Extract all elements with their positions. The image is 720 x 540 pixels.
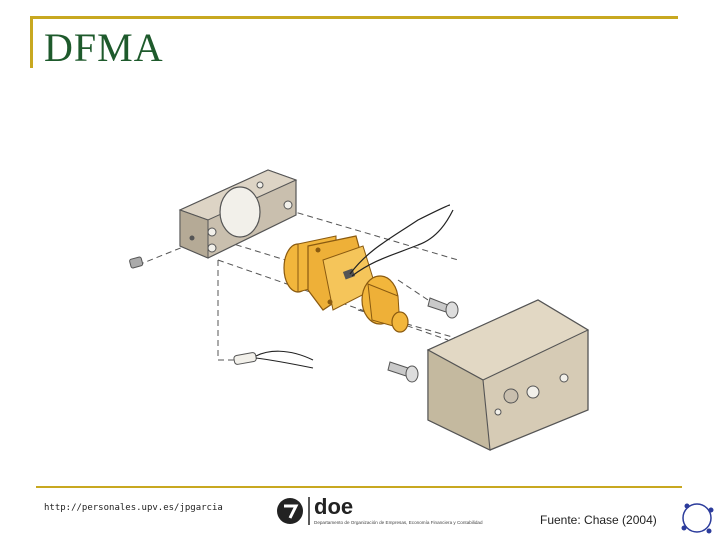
sensor-probe	[233, 350, 314, 369]
figure-source: Fuente: Chase (2004)	[540, 513, 657, 527]
bottom-accent-rule	[36, 486, 682, 488]
circle-dots-icon	[681, 503, 714, 534]
screw-lower	[387, 361, 419, 383]
screw-upper	[427, 297, 459, 319]
footer-url: http://personales.upv.es/jpgarcia	[44, 503, 223, 513]
encoder-wires	[349, 204, 454, 277]
top-accent-rule	[30, 16, 678, 19]
doe-logo: doe Departamento de Organización de Empr…	[277, 494, 483, 525]
housing-box	[426, 299, 590, 451]
logo-wordmark: doe	[314, 494, 353, 519]
left-accent-rule	[30, 16, 33, 68]
mounting-bracket	[178, 169, 298, 259]
slide-title: DFMA	[44, 25, 164, 70]
encoder-body	[283, 235, 409, 333]
exploded-assembly-figure	[129, 169, 590, 451]
set-screw	[129, 256, 144, 269]
logo-subtitle: Departamento de Organización de Empresas…	[314, 520, 483, 525]
